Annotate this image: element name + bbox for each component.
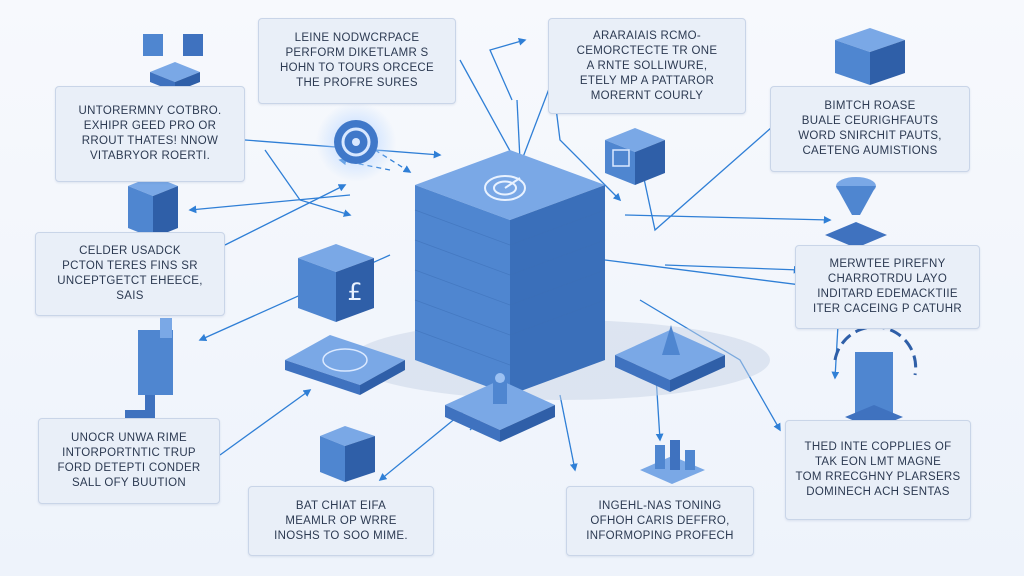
server-stack-left	[128, 176, 178, 238]
box-line: WORD SNIRCHIT PAUTS,	[798, 130, 942, 142]
text-box-bottom-left: UNOCR UNWA RIME INTORPORTNTIC TRUP FORD …	[38, 418, 220, 504]
text-box-top-center: LEINE NODWCRPACE PERFORM DIKETLAMR S HOH…	[258, 18, 456, 104]
box-line: TOM RRECGHNY PLARSERS	[795, 471, 961, 483]
stacked-blocks-right	[835, 28, 905, 85]
box-line: A RNTE SOLLIWURE,	[586, 59, 708, 72]
platform-right	[615, 325, 725, 392]
text-box-bottom-center-left: BAT CHIAT EIFA MEAMLR OP WRRE INOSHS TO …	[248, 486, 434, 556]
box-line: INGEHL-NAS TONING	[598, 499, 722, 512]
box-line: BAT CHIAT EIFA	[295, 499, 387, 512]
box-line: SALL OFY BUUTION	[71, 477, 187, 489]
box-line: RROUT THATES! NNOW	[81, 135, 219, 147]
box-line: BIMTCH ROASE	[824, 100, 916, 112]
text-box-far-right-top: BIMTCH ROASE BUALE CEURIGHFAUTS WORD SNI…	[770, 86, 970, 172]
box-line: CAETENG AUMISTIONS	[802, 145, 938, 157]
box-line: CELDER USADCK	[79, 245, 181, 257]
box-line: EXHIPR GEED PRO OR	[83, 120, 217, 132]
server-tower-right	[833, 325, 918, 429]
box-line: THED INTE COPPLIES OF	[804, 441, 952, 453]
box-line: UNTORERMNY COTBRO.	[78, 105, 222, 117]
box-line: LEINE NODWCRPACE	[294, 32, 420, 44]
box-line: THE PROFRE SURES	[296, 77, 418, 89]
box-line: UNCEPTGETCT EHEECE,	[57, 275, 203, 287]
text-box-top-left: UNTORERMNY COTBRO. EXHIPR GEED PRO OR RR…	[55, 86, 245, 182]
box-line: FORD DETEPTI CONDER	[57, 462, 201, 474]
box-line: MORERNT COURLY	[590, 89, 704, 102]
platform-left	[285, 335, 405, 395]
platform-bottom-center	[445, 373, 555, 442]
city-block-bottom-right	[640, 440, 705, 484]
building-blocks-icon	[143, 34, 203, 92]
box-line: CEMORCTECTE TR ONE	[576, 44, 718, 57]
box-line: CHARROTRDU LAYO	[827, 273, 948, 285]
server-rack-icon	[605, 128, 665, 185]
funnel-icon	[825, 177, 887, 248]
box-line: OFHOH CARIS DEFFRO,	[590, 514, 730, 527]
box-line: MERWTEE PIREFNY	[829, 258, 946, 270]
box-line: PCTON TERES FINS SR	[62, 260, 198, 272]
box-line: HOHN TO TOURS ORCECE	[279, 62, 435, 74]
box-line: PERFORM DIKETLAMR S	[285, 47, 429, 59]
box-line: INTORPORTNTIC TRUP	[62, 447, 196, 459]
box-line: ITER CACEING P CATUHR	[813, 303, 962, 315]
text-box-mid-left: CELDER USADCK PCTON TERES FINS SR UNCEPT…	[35, 232, 225, 316]
box-line: INDITARD EDEMACKTIIE	[817, 288, 958, 300]
box-line: INOSHS TO SOO MIME.	[274, 529, 408, 542]
server-cube-bottom-left	[320, 426, 375, 482]
box-line: SAIS	[116, 290, 144, 302]
box-line: VITABRYOR ROERTI.	[89, 150, 211, 162]
box-line: MEAMLR OP WRRE	[285, 514, 397, 527]
text-box-bottom-center-right: INGEHL-NAS TONING OFHOH CARIS DEFFRO, IN…	[566, 486, 754, 556]
box-line: UNOCR UNWA RIME	[71, 432, 187, 444]
box-line: BUALE CEURIGHFAUTS	[801, 115, 939, 127]
text-box-top-right: ARARAIAIS RCMO- CEMORCTECTE TR ONE A RNT…	[548, 18, 746, 114]
pound-sign-icon: £	[298, 244, 374, 322]
box-line: DOMINECH ACH SENTAS	[806, 486, 950, 498]
svg-text:£: £	[347, 278, 362, 306]
box-line: INFORMOPING PROFECH	[586, 529, 734, 542]
box-line: TAK EON LMT MAGNE	[814, 456, 942, 468]
text-box-bottom-right: THED INTE COPPLIES OF TAK EON LMT MAGNE …	[785, 420, 971, 520]
box-line: ARARAIAIS RCMO-	[592, 29, 701, 42]
gear-icon	[316, 102, 396, 182]
text-box-mid-right: MERWTEE PIREFNY CHARROTRDU LAYO INDITARD…	[795, 245, 980, 329]
box-line: ETELY MP A PATTAROR	[579, 74, 715, 87]
target-icon	[484, 175, 526, 201]
pipe-tower-left	[125, 318, 173, 420]
